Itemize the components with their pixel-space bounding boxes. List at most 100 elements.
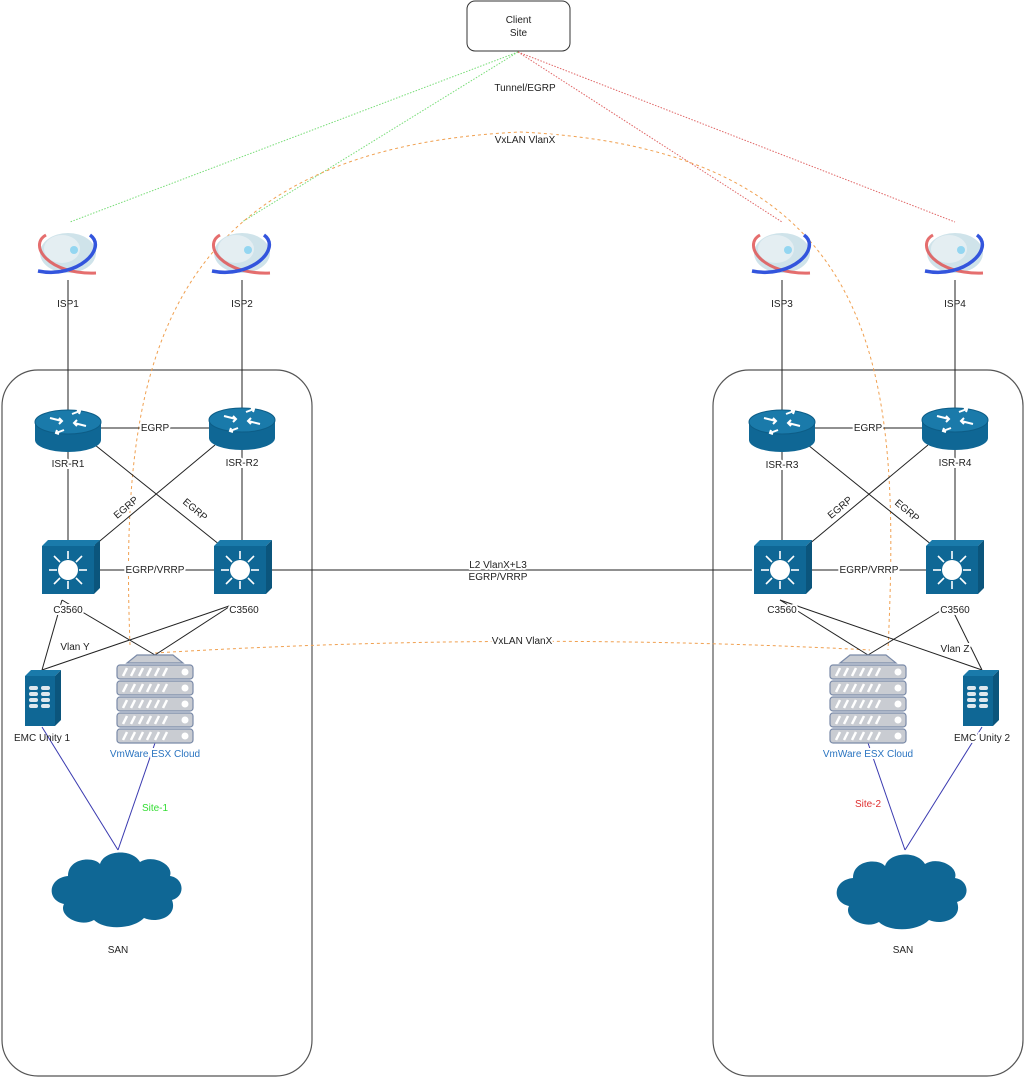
link-sw4-emc2	[949, 604, 983, 671]
router-icon	[208, 407, 276, 451]
l3-switch-icon	[925, 539, 985, 595]
router-link-label: EGRP	[854, 423, 883, 434]
switch-label: C3560	[767, 605, 797, 616]
router-icon	[921, 407, 989, 451]
link-sw2-esx1	[154, 604, 233, 656]
link-emc2-san2	[904, 726, 983, 851]
san-links	[41, 726, 983, 851]
router-node[interactable]: ISR-R2	[208, 407, 276, 471]
server-rack-icon	[830, 655, 906, 743]
cross-link-label: EGRP	[112, 495, 141, 522]
isp-cloud-icon	[923, 231, 985, 275]
router-link-label: EGRP	[141, 423, 170, 434]
switch-node[interactable]: C3560	[925, 539, 985, 618]
san-label: SAN	[108, 945, 129, 956]
vxlan-top-label: VxLAN VlanX	[495, 135, 556, 146]
isp-node[interactable]: ISP3	[750, 231, 812, 310]
storage-label: EMC Unity 1	[14, 733, 71, 744]
link-r3-sw4	[807, 444, 933, 546]
tunnel-link-isp3	[517, 51, 783, 223]
router-label: ISR-R1	[52, 459, 85, 470]
router-node[interactable]: ISR-R3	[748, 409, 816, 473]
cross-link-label: EGRP	[180, 497, 209, 524]
switch-node[interactable]: C3560	[213, 539, 273, 618]
l3-switch-icon	[753, 539, 813, 595]
site1-links	[41, 280, 752, 671]
vxlan-arc-top	[128, 131, 892, 651]
router-label: ISR-R4	[939, 458, 972, 469]
router-node[interactable]: ISR-R4	[921, 407, 989, 471]
interconnect-label-line1: L2 VlanX+L3	[469, 560, 527, 571]
switch-label: C3560	[229, 605, 259, 616]
isp-label: ISP1	[57, 299, 79, 310]
link-sw1-emc1	[41, 599, 63, 671]
storage-array-icon	[25, 670, 61, 726]
site2-links	[779, 280, 983, 671]
san-label: SAN	[893, 945, 914, 956]
client-site-label-line1: Client	[506, 15, 532, 26]
storage-array-icon	[963, 670, 999, 726]
router-node[interactable]: ISR-R1	[34, 409, 102, 472]
client-site-node[interactable]: Client Site	[466, 0, 571, 52]
vxlan-link-bottom	[154, 640, 871, 654]
router-icon	[748, 409, 816, 453]
site1-container	[1, 369, 313, 1077]
server-rack-icon	[117, 655, 193, 743]
vlan-label: Vlan Z	[941, 644, 970, 655]
client-site-label-line2: Site	[510, 28, 528, 39]
client-site-box[interactable]	[466, 0, 571, 52]
storage-node[interactable]: EMC Unity 1	[14, 670, 71, 744]
link-emc1-san1	[41, 726, 119, 851]
link-sw1-esx1	[61, 599, 156, 656]
switch-node[interactable]: C3560	[753, 539, 813, 618]
link-sw3-esx2	[779, 599, 869, 656]
isp-label: ISP2	[231, 299, 253, 310]
switch-label: C3560	[940, 605, 970, 616]
storage-node[interactable]: EMC Unity 2	[952, 670, 1012, 746]
tunnel-link-isp4	[517, 51, 956, 223]
isp-label: ISP4	[944, 299, 966, 310]
link-sw3-emc2	[779, 599, 983, 671]
isp-node[interactable]: ISP2	[210, 231, 272, 310]
vlan-label: Vlan Y	[60, 642, 90, 653]
cross-link-label: EGRP	[892, 498, 921, 525]
esx-label: VmWare ESX Cloud	[110, 749, 200, 760]
esx-server-node[interactable]: VmWare ESX Cloud	[821, 655, 915, 762]
switch-link-label: EGRP/VRRP	[840, 565, 899, 576]
link-sw2-emc1	[41, 604, 233, 671]
router-label: ISR-R3	[766, 460, 799, 471]
isp-cloud-icon	[210, 231, 272, 275]
san-node[interactable]: SAN	[51, 852, 182, 956]
esx-label: VmWare ESX Cloud	[823, 749, 913, 760]
tunnel-links	[69, 51, 956, 223]
san-node[interactable]: SAN	[836, 854, 967, 956]
storage-label: EMC Unity 2	[954, 733, 1011, 744]
tunnel-link-isp1	[69, 51, 519, 223]
link-r2-sw1	[94, 444, 216, 546]
vxlan-bottom-label: VxLAN VlanX	[492, 636, 553, 647]
l3-switch-icon	[213, 539, 273, 595]
l3-switch-icon	[41, 539, 101, 595]
tunnel-label: Tunnel/EGRP	[494, 83, 556, 94]
switch-link-label: EGRP/VRRP	[126, 565, 185, 576]
san-cloud-icon	[51, 852, 182, 928]
site2-container	[712, 369, 1024, 1077]
isp-node[interactable]: ISP1	[36, 231, 98, 310]
site-label: Site-2	[855, 799, 882, 810]
isp-cloud-icon	[750, 231, 812, 275]
esx-server-node[interactable]: VmWare ESX Cloud	[108, 655, 202, 762]
isp-node[interactable]: ISP4	[923, 231, 985, 310]
link-sw4-esx2	[867, 604, 951, 656]
router-icon	[34, 409, 102, 453]
san-cloud-icon	[836, 854, 967, 930]
isp-label: ISP3	[771, 299, 793, 310]
site-label: Site-1	[142, 803, 169, 814]
link-r1-sw2	[94, 444, 221, 546]
link-esx1-san1	[117, 742, 156, 851]
isp-cloud-icon	[36, 231, 98, 275]
switch-node[interactable]: C3560	[41, 539, 101, 618]
tunnel-link-isp2	[241, 51, 519, 223]
router-label: ISR-R2	[226, 458, 259, 469]
switch-label: C3560	[53, 605, 83, 616]
